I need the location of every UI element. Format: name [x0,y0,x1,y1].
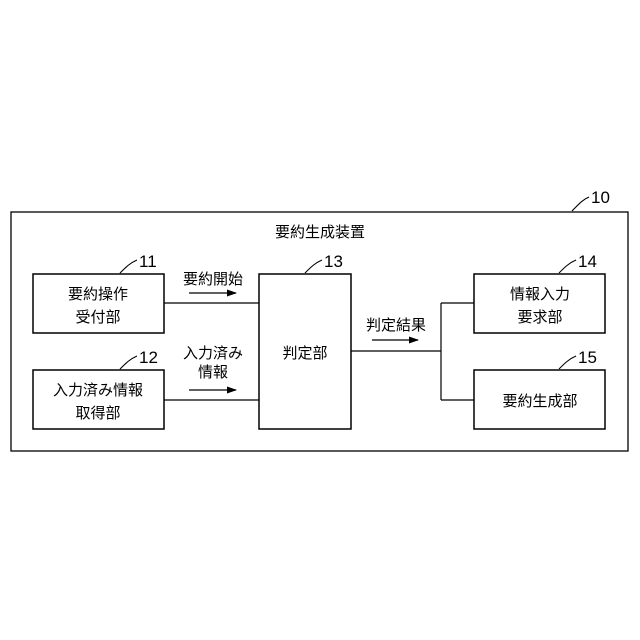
device-ref-leader [572,197,589,211]
block-13-ref-label: 13 [324,252,343,271]
block-14-label-line2: 要求部 [517,308,562,326]
block-12-ref-label: 12 [139,348,158,367]
signal-summary-start-label: 要約開始 [183,270,243,288]
block-12-ref-leader [120,356,137,369]
block-13-ref-leader [305,260,322,273]
signal-input-done-label-line1: 入力済み [183,344,243,362]
block-11-ref-label: 11 [139,252,157,271]
device-title: 要約生成装置 [275,223,365,241]
block-12-label-line1: 入力済み情報 [53,381,143,399]
block-15-ref-label: 15 [578,348,597,367]
device-ref-label: 10 [591,188,610,207]
block-13-label: 判定部 [282,344,327,362]
block-11-label-line1: 要約操作 [68,285,128,303]
block-14-ref-label: 14 [578,252,597,271]
block-11-ref-leader [120,260,137,273]
block-15-label: 要約生成部 [502,392,577,410]
block-11-label-line2: 受付部 [75,308,120,326]
signal-result-label: 判定結果 [366,316,426,334]
block-15-ref-leader [559,356,576,369]
signal-input-done-label-line2: 情報 [198,363,228,381]
block-14-label-line1: 情報入力 [510,285,570,303]
block-12-label-line2: 取得部 [75,404,120,422]
block-14-ref-leader [559,260,576,273]
